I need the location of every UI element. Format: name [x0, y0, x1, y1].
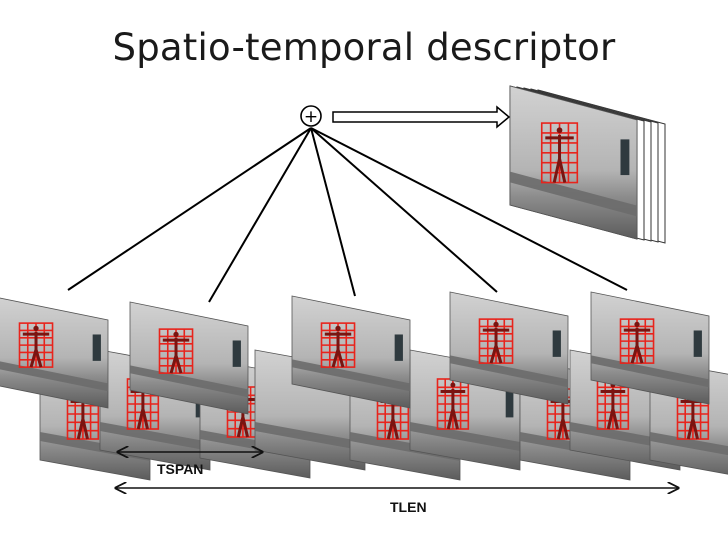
tspan-label: TSPAN [157, 461, 203, 477]
sum-node: + [300, 105, 322, 127]
red-grid-descriptor [540, 122, 579, 184]
key-frame [590, 291, 710, 405]
sum-symbol: + [304, 107, 318, 127]
key-frame [129, 301, 249, 415]
red-grid-descriptor [478, 318, 514, 364]
red-grid-descriptor [158, 328, 194, 374]
connector-line [310, 127, 356, 297]
connector-line [208, 127, 312, 303]
red-grid-descriptor [596, 378, 630, 430]
red-grid-descriptor [320, 322, 356, 368]
key-frame [0, 297, 109, 409]
connector-line [310, 127, 498, 293]
red-grid-descriptor [18, 322, 54, 368]
descriptor-stack [509, 85, 666, 244]
output-arrow [332, 105, 511, 129]
key-frame [449, 291, 569, 405]
connector-lines [67, 127, 628, 303]
key-frame [291, 295, 411, 409]
connector-line [67, 127, 312, 291]
slide-title: Spatio-temporal descriptor [112, 26, 616, 69]
key-frame-row [0, 291, 710, 415]
connector-line [310, 127, 628, 291]
tlen-label: TLEN [390, 499, 427, 515]
descriptor-frame [509, 85, 638, 240]
red-grid-descriptor [619, 318, 655, 364]
